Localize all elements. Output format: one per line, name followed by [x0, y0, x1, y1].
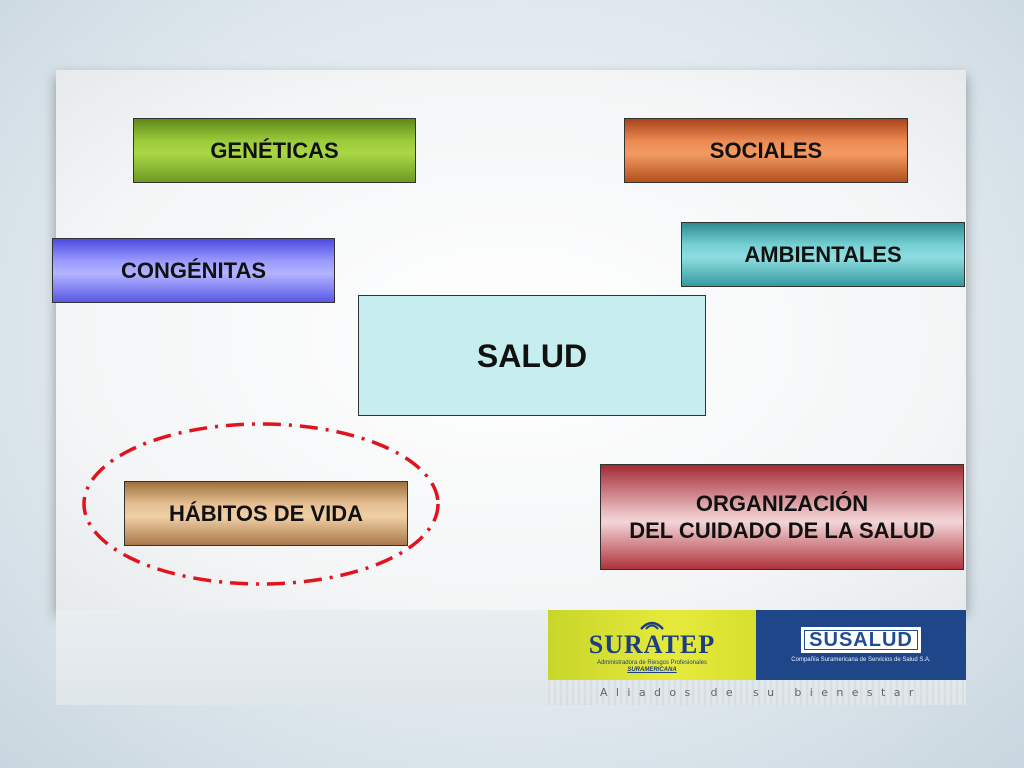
- footer-pattern: [548, 680, 966, 705]
- node-congenitas: CONGÉNITAS: [52, 238, 335, 303]
- suratep-subtitle-2: SURAMERICANA: [627, 667, 677, 673]
- susalud-logo: SUSALUD Compañía Suramericana de Servici…: [756, 610, 966, 680]
- node-salud: SALUD: [358, 295, 706, 416]
- node-habitos-de-vida: HÁBITOS DE VIDA: [124, 481, 408, 546]
- node-sociales: SOCIALES: [624, 118, 908, 183]
- susalud-name: SUSALUD: [801, 627, 921, 653]
- suratep-emblem-icon: [640, 621, 664, 630]
- node-geneticas: GENÉTICAS: [133, 118, 416, 183]
- tagline: Aliados de su bienestar: [600, 686, 922, 699]
- susalud-subtitle: Compañía Suramericana de Servicios de Sa…: [791, 657, 931, 663]
- suratep-subtitle: Administradora de Riesgos Profesionales: [596, 660, 708, 666]
- node-organizacion: ORGANIZACIÓN DEL CUIDADO DE LA SALUD: [600, 464, 964, 570]
- highlight-ellipse: [82, 422, 440, 586]
- node-ambientales: AMBIENTALES: [681, 222, 965, 287]
- suratep-name: SURATEP: [588, 630, 716, 659]
- suratep-logo: SURATEP Administradora de Riesgos Profes…: [548, 610, 756, 680]
